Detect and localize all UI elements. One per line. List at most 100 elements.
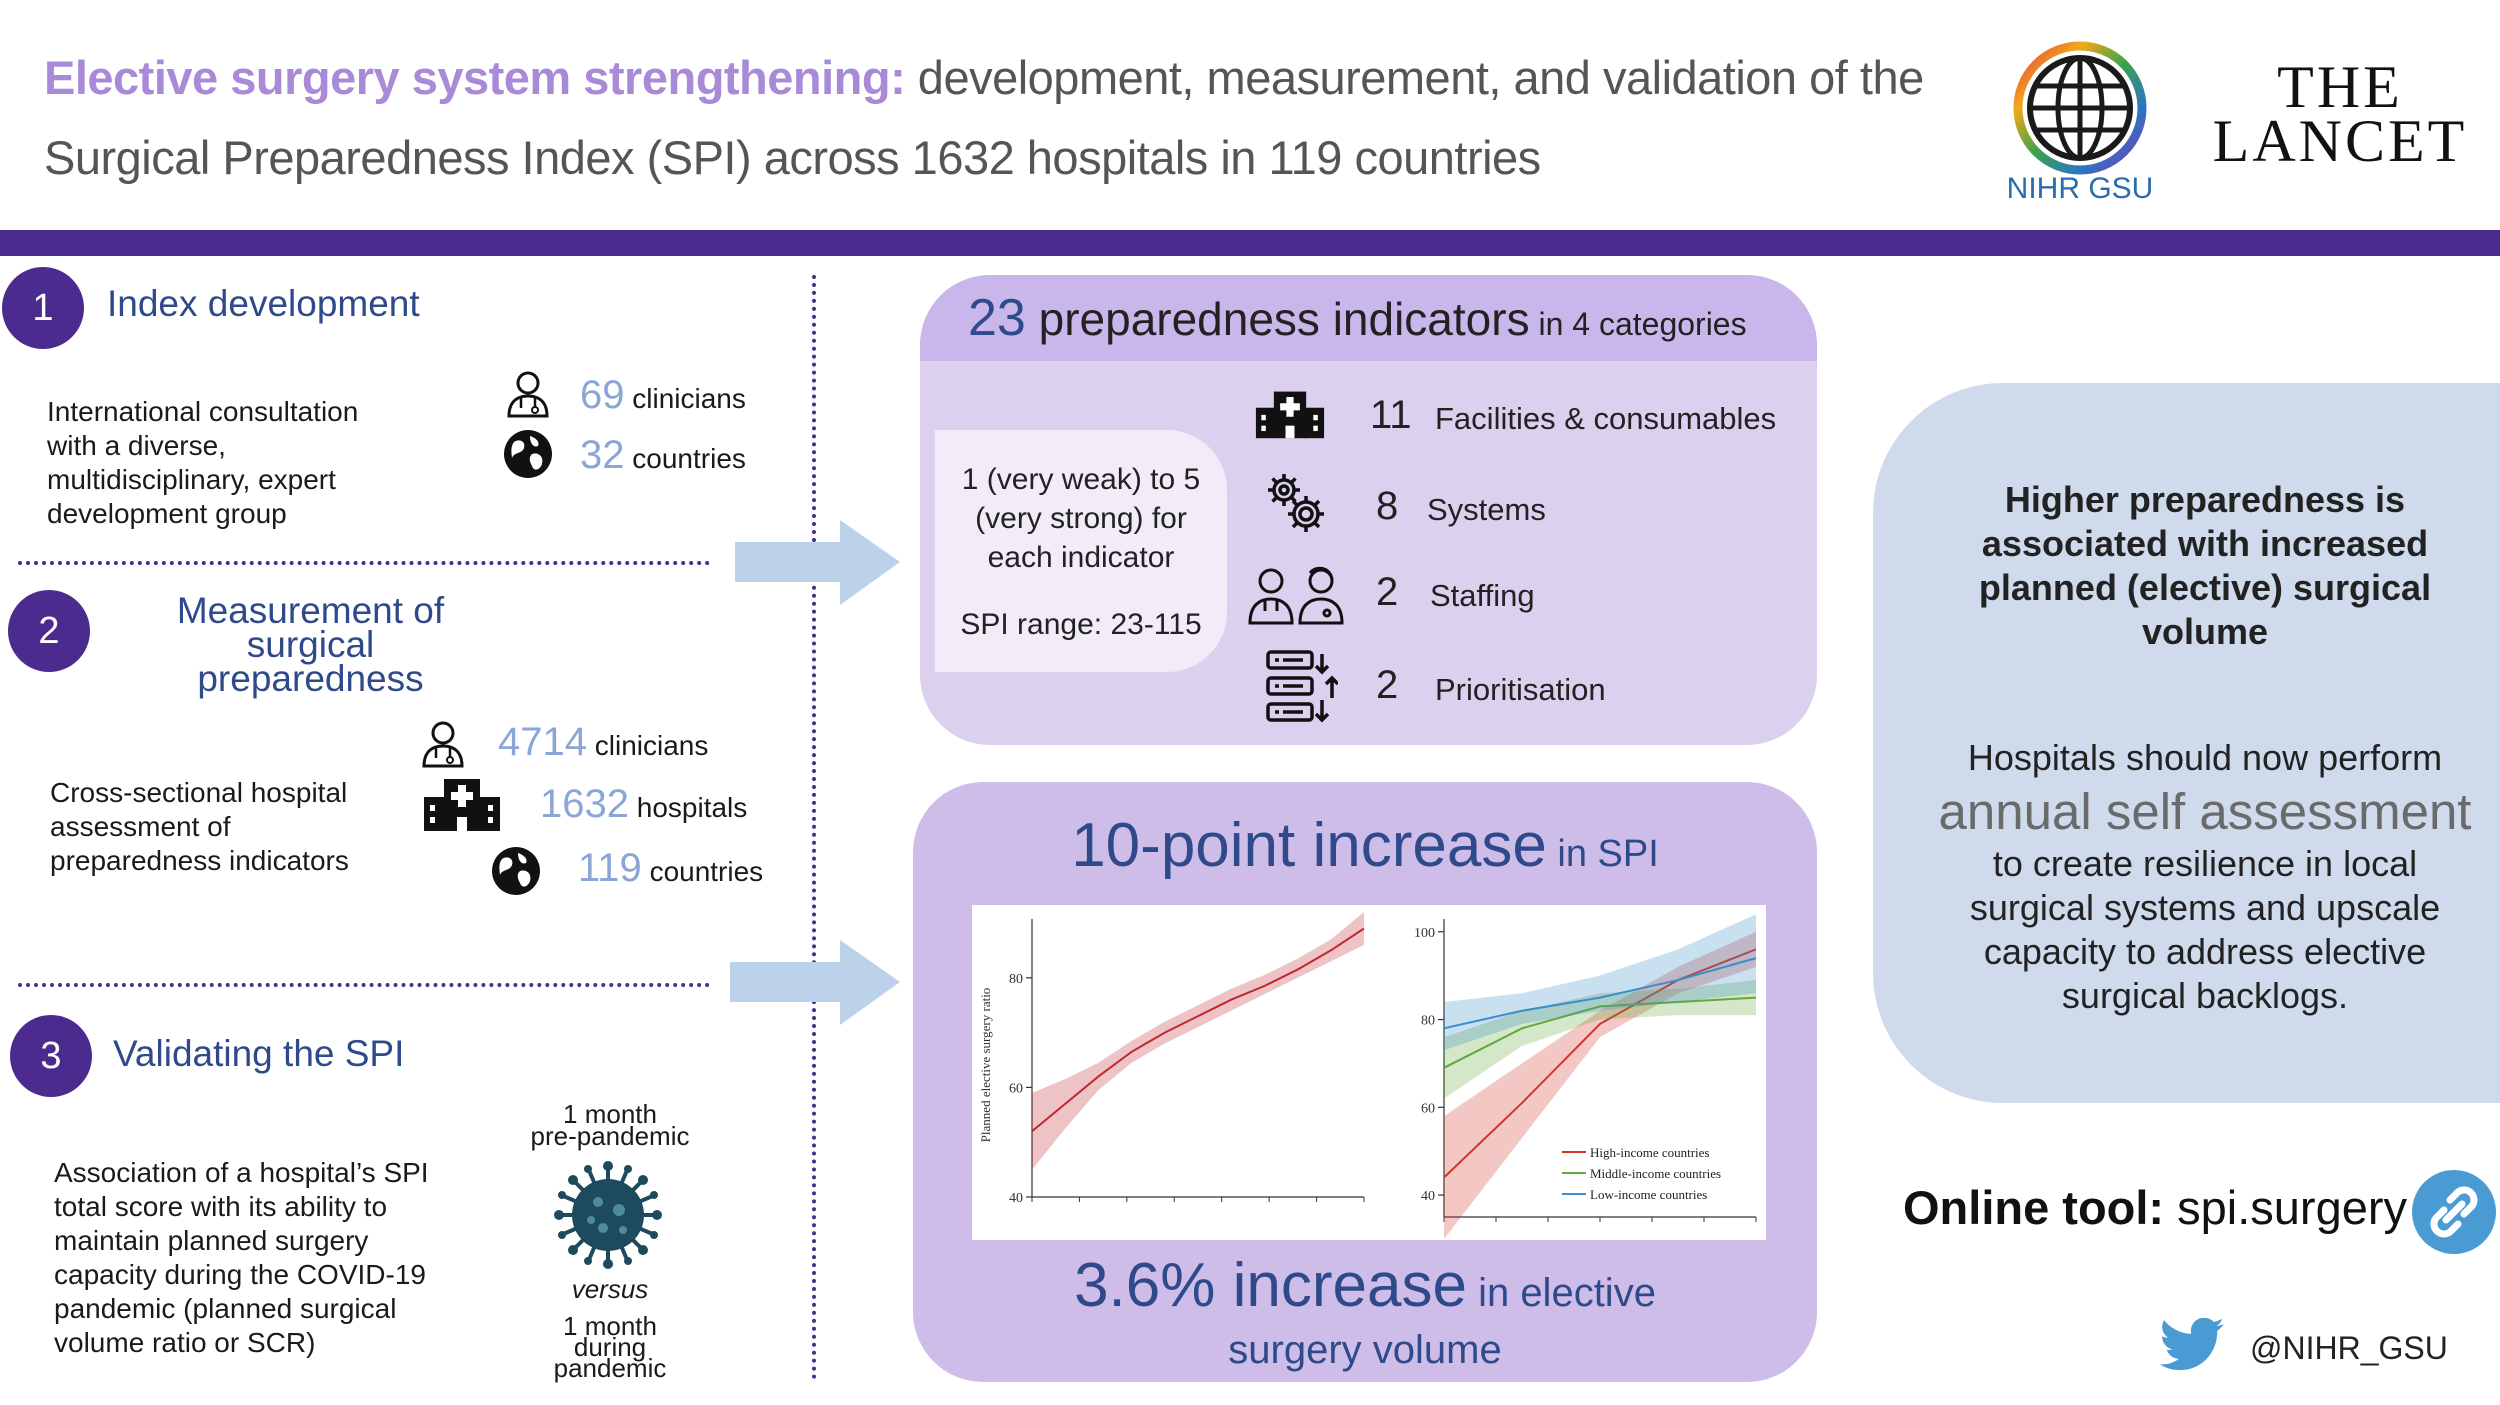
series-line bbox=[1031, 927, 1365, 1133]
nihr-label: NIHR GSU bbox=[2006, 172, 2154, 205]
section2-title: Measurement of surgical preparedness bbox=[108, 590, 513, 697]
results-footer-line2: surgery volume bbox=[1228, 1328, 1502, 1372]
doctor-icon bbox=[420, 718, 466, 773]
indicator-count: 8 bbox=[1376, 484, 1399, 528]
twitter-handle[interactable]: @NIHR_GSU bbox=[2250, 1330, 2448, 1366]
online-tool-link[interactable]: spi.surgery bbox=[2164, 1181, 2407, 1234]
indicators-title: 23 preparedness indicators in 4 categori… bbox=[968, 288, 1747, 348]
confidence-band bbox=[1032, 912, 1364, 1170]
y-tick-label: 40 bbox=[1421, 1189, 1435, 1204]
indicator-count: 2 bbox=[1376, 570, 1399, 614]
y-axis-label: Planned elective surgery ratio bbox=[978, 988, 993, 1143]
vertical-divider bbox=[812, 275, 816, 1380]
title-line1: development, measurement, and validation… bbox=[905, 51, 1924, 104]
conclusion-highlight: annual self assessment bbox=[1938, 783, 2472, 840]
section2-title-line1: Measurement of surgical bbox=[176, 590, 445, 665]
link-icon[interactable] bbox=[2412, 1170, 2496, 1254]
indicator-label: Facilities & consumables bbox=[1435, 401, 1777, 436]
lancet-line1: THE bbox=[2277, 54, 2403, 120]
page-title: Elective surgery system strengthening: d… bbox=[44, 38, 1944, 198]
scale-box bbox=[935, 430, 1227, 672]
stat-value: 32 bbox=[580, 433, 625, 477]
indicator-label: Systems bbox=[1427, 492, 1546, 527]
doctor-icon bbox=[505, 368, 551, 423]
twitter-icon[interactable] bbox=[2159, 1317, 2226, 1377]
indicators-main: preparedness indicators bbox=[1025, 293, 1530, 345]
series-line bbox=[1443, 996, 1757, 1069]
y-tick-label: 100 bbox=[1414, 926, 1435, 941]
header-band bbox=[0, 230, 2500, 256]
indicators-small: in 4 categories bbox=[1529, 306, 1747, 342]
during-line1: 1 month bbox=[563, 1311, 657, 1341]
staff-icon bbox=[1246, 563, 1346, 630]
lancet-logo: THE LANCET bbox=[2205, 54, 2475, 174]
indicator-label: Staffing bbox=[1430, 578, 1535, 613]
step-2-badge: 2 bbox=[8, 590, 90, 672]
series-line bbox=[1443, 957, 1757, 1030]
stat-label: countries bbox=[632, 443, 746, 474]
headline-small: in SPI bbox=[1546, 833, 1659, 875]
stat-label: hospitals bbox=[636, 792, 748, 823]
versus-label: versus bbox=[571, 1274, 649, 1304]
confidence-band bbox=[1444, 914, 1756, 1051]
confidence-band bbox=[1444, 980, 1756, 1099]
pre-line1: 1 month bbox=[563, 1099, 657, 1129]
divider-2 bbox=[18, 983, 710, 987]
footer-small: in elective bbox=[1466, 1271, 1656, 1315]
stat-clinicians-1: 69 clinicians bbox=[580, 373, 746, 418]
title-line2: Surgical Preparedness Index (SPI) across… bbox=[44, 131, 1541, 184]
gears-icon bbox=[1260, 466, 1332, 543]
y-tick-label: 40 bbox=[1009, 1191, 1023, 1206]
arrow-right-icon bbox=[730, 940, 900, 1030]
indicator-label: Prioritisation bbox=[1435, 672, 1606, 707]
stat-label: countries bbox=[649, 856, 764, 887]
hospital-icon bbox=[422, 775, 502, 838]
divider-1 bbox=[18, 561, 710, 565]
scale-line2: (very strong) for bbox=[975, 502, 1187, 535]
step-1-badge: 1 bbox=[2, 267, 84, 349]
arrow-right-icon bbox=[735, 520, 900, 610]
section3-title: Validating the SPI bbox=[113, 1033, 405, 1074]
indicator-count: 11 bbox=[1370, 393, 1412, 437]
globe-icon bbox=[502, 428, 554, 485]
stat-countries-1: 32 countries bbox=[580, 433, 746, 478]
y-tick-label: 80 bbox=[1421, 1014, 1435, 1029]
stat-value: 69 bbox=[580, 373, 625, 417]
virus-icon bbox=[553, 1160, 663, 1275]
priority-list-icon bbox=[1266, 648, 1340, 729]
stat-label: clinicians bbox=[594, 730, 709, 761]
headline-big: 10-point increase bbox=[1071, 811, 1547, 880]
conclusion-panel bbox=[1873, 383, 2500, 1103]
y-tick-label: 60 bbox=[1009, 1081, 1023, 1096]
pre-pandemic-label: 1 month pre-pandemic bbox=[520, 1099, 700, 1149]
stat-value: 119 bbox=[578, 846, 642, 890]
y-tick-label: 60 bbox=[1421, 1101, 1435, 1116]
online-tool-label: Online tool: bbox=[1903, 1181, 2165, 1234]
indicators-header bbox=[920, 275, 1817, 361]
step-3-badge: 3 bbox=[10, 1015, 92, 1097]
hospital-icon bbox=[1254, 388, 1326, 445]
indicators-count: 23 bbox=[968, 289, 1026, 347]
section1-body: International consultation with a divers… bbox=[47, 396, 359, 529]
online-tool: Online tool: spi.surgery bbox=[1903, 1180, 2407, 1235]
stat-clinicians-2: 4714 clinicians bbox=[498, 720, 708, 765]
legend-label: High-income countries bbox=[1590, 1145, 1710, 1160]
conclusion-line1: Hospitals should now perform bbox=[1967, 737, 2443, 778]
legend-label: Middle-income countries bbox=[1590, 1166, 1721, 1181]
scale-line3: each indicator bbox=[987, 541, 1175, 574]
scale-text: 1 (very weak) to 5 (very strong) for eac… bbox=[935, 460, 1227, 577]
conclusion-bold: Higher preparedness is associated with i… bbox=[1978, 479, 2432, 652]
footer-big: 3.6% increase bbox=[1074, 1251, 1467, 1320]
section1-title: Index development bbox=[107, 283, 420, 324]
scale-line1: 1 (very weak) to 5 bbox=[961, 463, 1201, 496]
results-footer: 3.6% increase in elective bbox=[913, 1250, 1817, 1321]
stat-hospitals-2: 1632 hospitals bbox=[540, 782, 747, 827]
spi-range: SPI range: 23-115 bbox=[960, 608, 1202, 641]
nihr-logo: NIHR GSU bbox=[2000, 36, 2160, 206]
results-headline: 10-point increase in SPI bbox=[913, 810, 1817, 881]
series-line bbox=[1443, 948, 1757, 1179]
lancet-line2: LANCET bbox=[2212, 108, 2468, 174]
